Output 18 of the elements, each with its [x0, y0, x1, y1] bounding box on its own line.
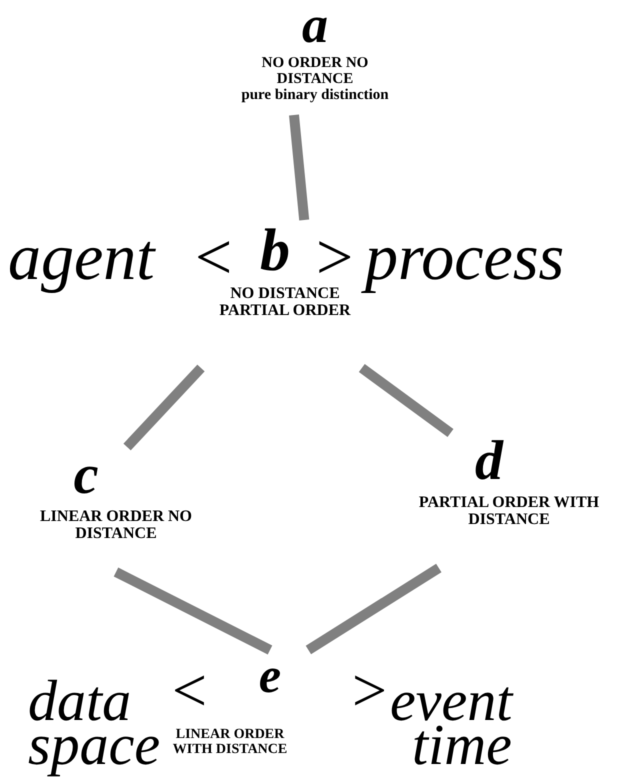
connector-line: [289, 114, 310, 220]
connector-line: [114, 568, 272, 654]
node-description: PARTIAL ORDER WITH DISTANCE: [418, 495, 600, 529]
node-description: NO ORDER NO DISTANCE: [260, 56, 370, 88]
node-description: pure binary distinction: [240, 88, 390, 104]
relation-symbol: <: [172, 660, 207, 722]
node-description: LINEAR ORDER WITH DISTANCE: [172, 728, 288, 758]
node-letter: e: [258, 650, 282, 700]
node-letter: a: [302, 0, 328, 52]
connector-line: [358, 364, 454, 438]
node-description: LINEAR ORDER NO DISTANCE: [38, 509, 193, 543]
node-letter: c: [74, 447, 98, 503]
node-letter: d: [475, 433, 503, 489]
connector-line: [306, 564, 442, 654]
side-term: agent: [8, 225, 155, 291]
connector-line: [123, 364, 205, 450]
relation-symbol: >: [352, 660, 387, 722]
node-letter: b: [260, 220, 290, 280]
